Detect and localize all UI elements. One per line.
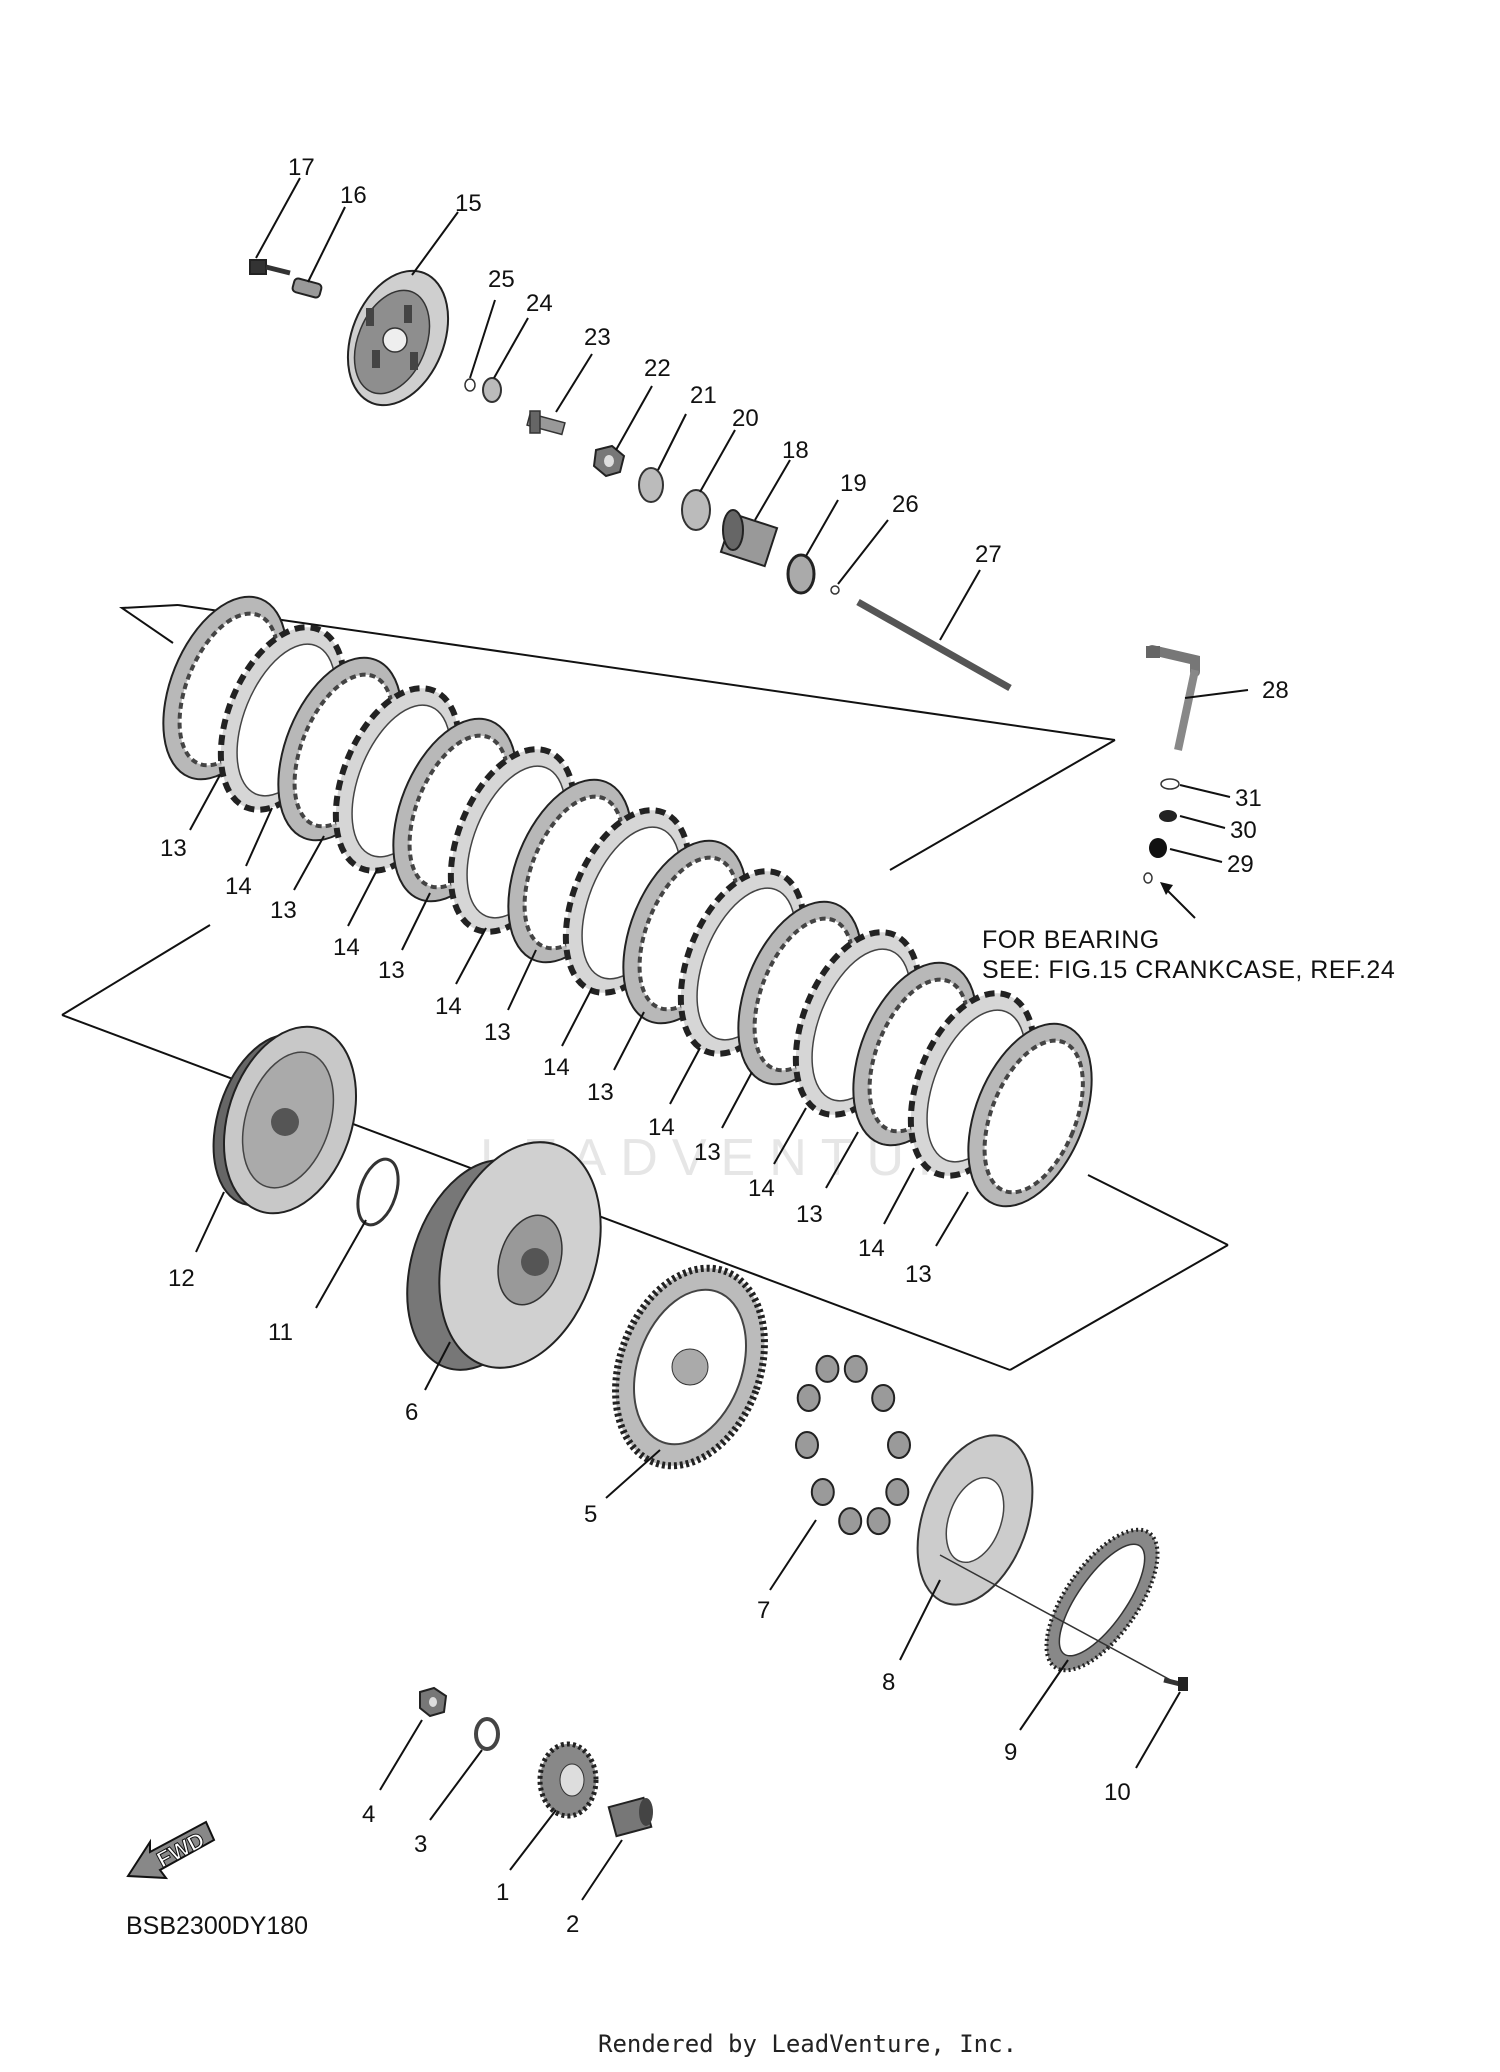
callout-28: 28 xyxy=(1262,677,1289,704)
callout-13: 13 xyxy=(270,897,297,924)
friction-plate-13 xyxy=(967,1022,1093,1208)
damper xyxy=(843,1354,868,1383)
plate-8 xyxy=(916,1434,1034,1606)
primary-driven-gear-12 xyxy=(212,1025,358,1215)
clutch-plates-stack xyxy=(162,595,1093,1208)
callout-10: 10 xyxy=(1104,1779,1131,1806)
damper xyxy=(887,1431,911,1459)
callout-7: 7 xyxy=(757,1597,770,1624)
gear-1 xyxy=(537,1741,599,1819)
callout-labels: 17 16 15 25 24 23 22 21 20 18 19 26 27 2… xyxy=(160,154,1289,1938)
callout-13: 13 xyxy=(160,835,187,862)
callout-15: 15 xyxy=(455,190,482,217)
damper xyxy=(795,1431,819,1459)
push-lever-28 xyxy=(1146,645,1200,751)
ball-25 xyxy=(464,378,476,392)
push-rod-23 xyxy=(526,410,566,436)
collar-18 xyxy=(719,509,779,568)
leader-lines xyxy=(189,177,1249,1901)
callout-18: 18 xyxy=(782,437,809,464)
callout-12: 12 xyxy=(168,1265,195,1292)
primary-drive-gear-5 xyxy=(612,1264,768,1470)
push-rod-27 xyxy=(856,598,1012,692)
callout-13: 13 xyxy=(587,1079,614,1106)
callout-19: 19 xyxy=(840,470,867,497)
callout-4: 4 xyxy=(362,1801,375,1828)
callout-5: 5 xyxy=(584,1501,597,1528)
callout-13: 13 xyxy=(694,1139,721,1166)
washer-21 xyxy=(638,467,664,503)
callout-3: 3 xyxy=(414,1831,427,1858)
credit-text: Rendered by LeadVenture, Inc. xyxy=(598,2030,1017,2058)
callout-16: 16 xyxy=(340,182,367,209)
callout-11: 11 xyxy=(268,1319,293,1346)
callout-6: 6 xyxy=(405,1399,418,1426)
circlip-bearing xyxy=(1143,872,1153,884)
callout-8: 8 xyxy=(882,1669,895,1696)
fwd-arrow-icon: FWD xyxy=(126,1820,216,1880)
callout-14: 14 xyxy=(333,934,360,961)
callout-13: 13 xyxy=(796,1201,823,1228)
callout-13: 13 xyxy=(378,957,405,984)
callout-14: 14 xyxy=(748,1175,775,1202)
ball-26 xyxy=(830,585,840,595)
washer-20 xyxy=(681,489,711,531)
damper xyxy=(815,1354,840,1383)
bolt-17 xyxy=(249,259,291,276)
callout-27: 27 xyxy=(975,541,1002,568)
washer-24 xyxy=(482,377,502,403)
reference-code: BSB2300DY180 xyxy=(126,1912,308,1940)
callout-13: 13 xyxy=(484,1019,511,1046)
callout-14: 14 xyxy=(225,873,252,900)
callout-20: 20 xyxy=(732,405,759,432)
callout-14: 14 xyxy=(648,1114,675,1141)
callout-23: 23 xyxy=(584,324,611,351)
damper xyxy=(866,1507,891,1536)
callout-9: 9 xyxy=(1004,1739,1017,1766)
bearing-note-line2: SEE: FIG.15 CRANKCASE, REF.24 xyxy=(982,956,1395,984)
callout-26: 26 xyxy=(892,491,919,518)
seal-30 xyxy=(1159,810,1177,822)
callout-17: 17 xyxy=(288,154,315,181)
nut-4 xyxy=(419,1686,448,1718)
bolt-10 xyxy=(1163,1677,1188,1691)
fwd-label: FWD xyxy=(153,1827,209,1873)
washer-31 xyxy=(1160,778,1180,790)
bearing-29 xyxy=(1149,838,1167,858)
pressure-plate-15 xyxy=(346,269,450,407)
callout-22: 22 xyxy=(644,355,671,382)
damper xyxy=(810,1478,835,1506)
callout-13: 13 xyxy=(905,1261,932,1288)
callout-1: 1 xyxy=(496,1879,509,1906)
spring-16 xyxy=(291,277,323,299)
collar-2 xyxy=(607,1796,653,1838)
damper xyxy=(838,1507,863,1536)
bearing-note-line1: FOR BEARING xyxy=(982,926,1160,954)
gear-plate-9 xyxy=(1044,1527,1160,1673)
callout-2: 2 xyxy=(566,1911,579,1938)
plates-group-outline xyxy=(119,604,179,644)
callout-14: 14 xyxy=(858,1235,885,1262)
callout-24: 24 xyxy=(526,290,553,317)
damper xyxy=(885,1478,910,1506)
callout-31: 31 xyxy=(1235,785,1262,812)
callout-29: 29 xyxy=(1227,851,1254,878)
washer-3 xyxy=(474,1717,500,1751)
damper xyxy=(796,1384,821,1412)
thrust-washer-11 xyxy=(356,1157,400,1227)
washer-19 xyxy=(786,553,816,595)
damper-set-7 xyxy=(795,1354,911,1536)
callout-30: 30 xyxy=(1230,817,1257,844)
damper xyxy=(871,1384,896,1412)
callout-14: 14 xyxy=(435,993,462,1020)
callout-25: 25 xyxy=(488,266,515,293)
clutch-housing-6 xyxy=(406,1141,602,1371)
callout-14: 14 xyxy=(543,1054,570,1081)
nut-22 xyxy=(592,444,626,478)
axis-line-lower xyxy=(939,1554,1177,1684)
callout-21: 21 xyxy=(690,382,717,409)
